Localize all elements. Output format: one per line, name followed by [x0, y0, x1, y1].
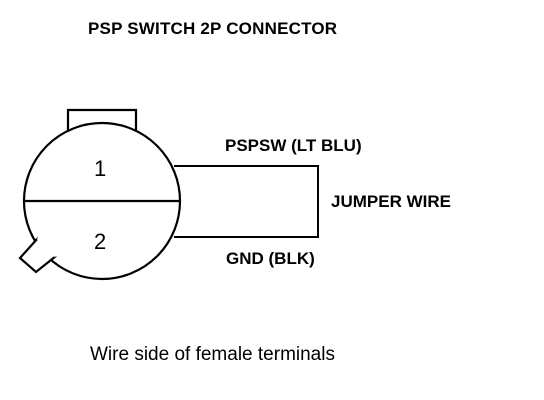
pin-1-label: 1 — [94, 156, 106, 181]
gnd-wire-label: GND (BLK) — [226, 249, 315, 268]
connector-key-tab — [18, 237, 57, 274]
connector-lock-tab — [66, 108, 138, 130]
pspsw-wire-label: PSPSW (LT BLU) — [225, 136, 362, 155]
jumper-wire-label: JUMPER WIRE — [331, 192, 451, 211]
connector-body — [18, 108, 182, 281]
caption: Wire side of female terminals — [90, 344, 335, 365]
jumper-wire — [174, 165, 319, 238]
pin-2-label: 2 — [94, 229, 106, 254]
diagram-title: PSP SWITCH 2P CONNECTOR — [88, 19, 338, 38]
